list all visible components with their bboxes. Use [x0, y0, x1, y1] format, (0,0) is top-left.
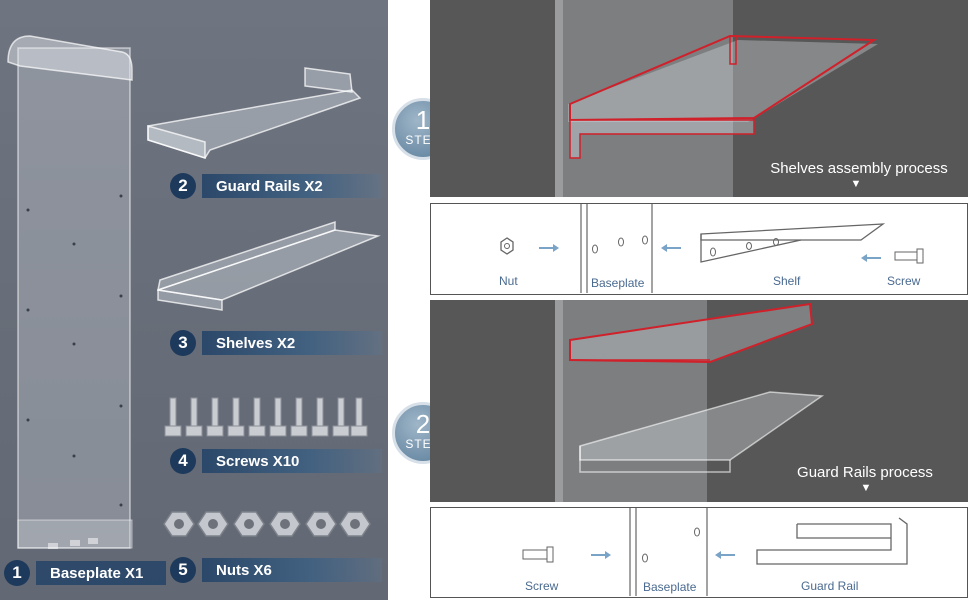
part-number-badge: 5	[170, 557, 196, 583]
part-name: Screws X10	[202, 449, 382, 473]
guard-rail-image	[147, 67, 362, 160]
step-1-diagram-drawing	[500, 204, 924, 293]
step-2-diagram-drawing	[522, 508, 908, 596]
baseplate-image	[7, 35, 133, 549]
part-name: Shelves X2	[202, 331, 382, 355]
caption-arrow-icon: ▼	[850, 178, 862, 190]
step-2-diagram: Screw Baseplate Guard Rail	[430, 507, 968, 598]
step-1-photo-illustration	[430, 0, 968, 197]
part-name: Nuts X6	[202, 558, 382, 582]
part-number-badge: 3	[170, 330, 196, 356]
part-label-nuts: 5 Nuts X6	[170, 556, 382, 584]
step-2-caption: Guard Rails process	[797, 464, 933, 481]
step-2-photo-illustration	[430, 300, 968, 502]
caption-arrow-icon: ▼	[860, 482, 872, 494]
nut-icon	[500, 237, 514, 255]
parts-panel: 2 Guard Rails X2 3 Shelves X2 4 Screws X…	[0, 0, 388, 600]
step-number: 1	[415, 105, 431, 135]
part-number-badge: 1	[4, 560, 30, 586]
shelf-image	[157, 220, 381, 311]
shelf-icon	[700, 223, 886, 241]
nuts-image	[163, 511, 371, 537]
step-1-caption: Shelves assembly process	[770, 160, 948, 177]
part-name: Baseplate X1	[36, 561, 166, 585]
part-label-baseplate: 1 Baseplate X1	[4, 559, 166, 587]
step-number: 2	[415, 409, 431, 439]
step-1-diagram: Nut Baseplate Shelf Screw	[430, 203, 968, 295]
screw-icon	[894, 248, 924, 264]
diagram-label-baseplate: Baseplate	[643, 580, 697, 594]
diagram-label-guard-rail: Guard Rail	[801, 579, 859, 593]
step-2-photo: Guard Rails process ▼	[430, 300, 968, 502]
parts-illustration	[7, 35, 381, 549]
part-label-guard-rails: 2 Guard Rails X2	[170, 172, 382, 200]
screws-image	[164, 397, 368, 437]
diagram-label-shelf: Shelf	[773, 274, 801, 288]
part-label-shelves: 3 Shelves X2	[170, 329, 382, 357]
part-number-badge: 4	[170, 448, 196, 474]
diagram-label-screw: Screw	[525, 579, 559, 593]
part-label-screws: 4 Screws X10	[170, 447, 382, 475]
part-name: Guard Rails X2	[202, 174, 382, 198]
step-1-photo: Shelves assembly process ▼	[430, 0, 968, 197]
diagram-label-screw: Screw	[887, 274, 921, 288]
screw-icon	[522, 546, 554, 563]
diagram-label-baseplate: Baseplate	[591, 276, 645, 290]
part-number-badge: 2	[170, 173, 196, 199]
diagram-label-nut: Nut	[499, 274, 518, 288]
guard-rail-icon	[756, 517, 908, 565]
